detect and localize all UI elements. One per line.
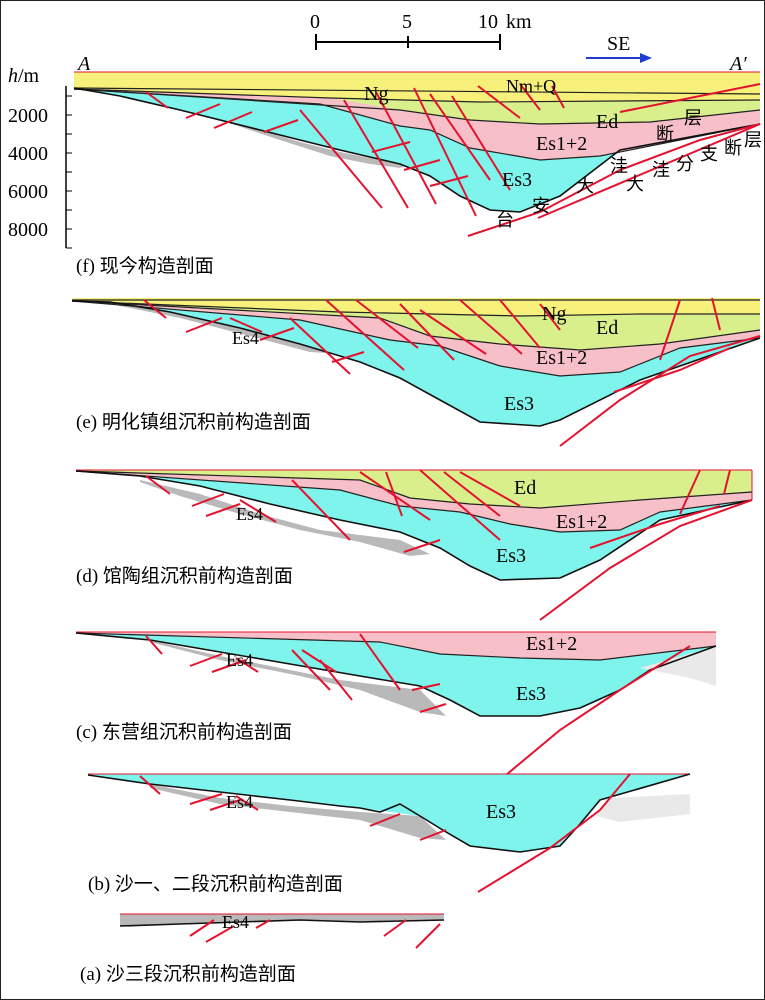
depth-axis: h/m 2000 4000 6000 8000 (8, 65, 72, 249)
label-Es12-c: Es1+2 (526, 633, 577, 655)
fault-name-char-1: 台 (496, 210, 514, 230)
branch-char-5: 层 (744, 130, 762, 150)
label-Es4-d: Es4 (236, 504, 263, 524)
caption-c: (c) 东营组沉积前构造剖面 (76, 721, 292, 743)
faults-a (189, 919, 441, 949)
caption-b: (b) 沙一、二段沉积前构造剖面 (88, 873, 343, 895)
top-fault-char-2: 层 (684, 108, 702, 128)
caption-e: (e) 明化镇组沉积前构造剖面 (76, 411, 311, 433)
label-Es3-d: Es3 (496, 545, 526, 567)
axis-tick-2000: 2000 (8, 105, 48, 127)
axis-tick-4000: 4000 (8, 143, 48, 165)
section-a: Es4 (a) 沙三段沉积前构造剖面 (80, 912, 445, 985)
svg-text:h/m: h/m (8, 65, 40, 87)
label-Es12-f: Es1+2 (536, 133, 587, 155)
caption-f: (f) 现今构造剖面 (76, 255, 214, 277)
label-Es4-b: Es4 (226, 792, 253, 812)
label-Ed-d: Ed (514, 477, 536, 499)
axis-label-unit: /m (18, 65, 40, 87)
top-fault-char-1: 断 (656, 124, 674, 144)
branch-char-4: 断 (724, 138, 742, 158)
fault-name-char-3: 大 (576, 176, 594, 196)
label-Es3-b: Es3 (486, 801, 516, 823)
label-Ed-f: Ed (596, 111, 618, 133)
axis-label-h: h (8, 65, 18, 87)
label-Es12-e: Es1+2 (536, 347, 587, 369)
fault-name-char-2: 安 (532, 196, 550, 216)
faults-d (145, 469, 753, 621)
section-d: Ed Es1+2 Es3 Es4 (d) 馆陶组沉积前构造剖面 (75, 469, 753, 621)
fault-name-char-5: 大 (626, 174, 644, 194)
branch-char-2: 分 (676, 154, 694, 174)
label-Es3-e: Es3 (504, 393, 534, 415)
scale-tick-5: 5 (402, 11, 412, 33)
section-e: Ng Ed Es1+2 Es3 Es4 (e) 明化镇组沉积前构造剖面 (71, 297, 761, 447)
label-NmQ-f: Nm+Q (506, 76, 556, 96)
faults-c (145, 633, 691, 781)
caption-a: (a) 沙三段沉积前构造剖面 (80, 963, 296, 985)
faults-e (143, 297, 761, 447)
label-Es3-f: Es3 (502, 169, 532, 191)
label-Ng-e: Ng (542, 303, 566, 325)
faults-f (145, 83, 761, 237)
label-Es4-c: Es4 (226, 650, 253, 670)
scale-bar: 0 5 10 km (310, 11, 532, 50)
axis-tick-8000: 8000 (8, 219, 48, 241)
scale-tick-0: 0 (310, 11, 320, 33)
label-Es4-a: Es4 (222, 912, 249, 932)
label-Ng-f: Ng (364, 83, 388, 105)
direction-indicator: SE (586, 33, 652, 63)
section-b: Es3 Es4 (b) 沙一、二段沉积前构造剖面 (87, 773, 691, 895)
branch-char-3: 支 (700, 144, 718, 164)
label-Es12-d: Es1+2 (556, 511, 607, 533)
scale-tick-10: 10 (478, 11, 498, 33)
scale-unit: km (506, 11, 532, 33)
label-Es3-c: Es3 (516, 683, 546, 705)
section-c: Es1+2 Es3 Es4 (c) 东营组沉积前构造剖面 (75, 631, 717, 781)
branch-char-1: 洼 (652, 160, 670, 180)
label-Es4-e: Es4 (232, 328, 259, 348)
section-end-left: A (76, 53, 91, 75)
caption-d: (d) 馆陶组沉积前构造剖面 (76, 565, 293, 587)
fault-name-char-4: 洼 (610, 156, 628, 176)
axis-tick-6000: 6000 (8, 181, 48, 203)
faults-b (139, 773, 631, 893)
direction-label: SE (607, 33, 630, 55)
label-Ed-e: Ed (596, 317, 618, 339)
section-end-right: A′ (728, 53, 747, 75)
section-f: Ng Nm+Q Ed Es1+2 Es3 台 安 大 洼 大 洼 分 支 断 层… (73, 71, 762, 277)
